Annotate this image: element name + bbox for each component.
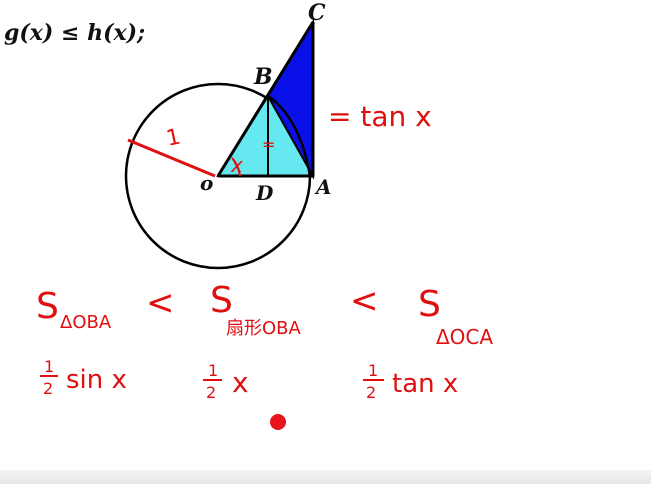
s-triangle-oba-sub: ΔOBA: [60, 312, 112, 333]
half-sin-fn: sin x: [66, 365, 127, 395]
angle-arc-ink: [231, 157, 241, 177]
point-c-label: C: [308, 0, 326, 26]
h-of-x: h(x);: [87, 20, 145, 46]
s-sector-sub: 扇形OBA: [226, 318, 302, 339]
angle-x-label: x: [230, 153, 243, 177]
half-tan-fn: tan x: [392, 369, 458, 399]
half-tan-num: 1: [368, 361, 378, 380]
sector-arc-ba: [267, 94, 312, 177]
half-sin-den: 2: [43, 379, 53, 398]
laser-pointer-dot: [270, 414, 286, 430]
half-x-var: x: [232, 366, 249, 399]
point-a-label: A: [314, 175, 332, 199]
leq-sign: ≤: [53, 20, 87, 46]
half-tan-den: 2: [366, 383, 376, 402]
s-triangle-oca-sub: ΔOCA: [436, 325, 493, 349]
tan-x-annotation: = tan x: [328, 100, 432, 133]
s-triangle-oca: S: [418, 284, 441, 325]
less-than-1: <: [146, 283, 175, 323]
point-o-label: o: [200, 171, 213, 195]
half-x-num: 1: [208, 361, 218, 380]
s-triangle-oba: S: [36, 286, 59, 327]
area-values: 1 2 sin x 1 2 x 1 2 tan x: [40, 357, 458, 402]
half-sin-num: 1: [44, 357, 54, 376]
inequality-header: g(x) ≤ h(x);: [4, 20, 145, 46]
less-than-2: <: [350, 281, 379, 321]
g-of-x: g(x): [4, 20, 53, 46]
segment-oc: [216, 21, 315, 177]
area-inequality: S ΔOBA < S 扇形OBA < S ΔOCA: [36, 280, 493, 349]
bd-equals-mark: =: [262, 135, 275, 154]
player-bottom-edge: [0, 470, 651, 484]
point-b-label: B: [253, 64, 273, 90]
radius-label: 1: [164, 125, 183, 152]
radius-ink-line: [127, 138, 216, 178]
point-d-label: D: [255, 181, 274, 205]
s-sector: S: [210, 280, 233, 321]
half-x-den: 2: [206, 383, 216, 402]
